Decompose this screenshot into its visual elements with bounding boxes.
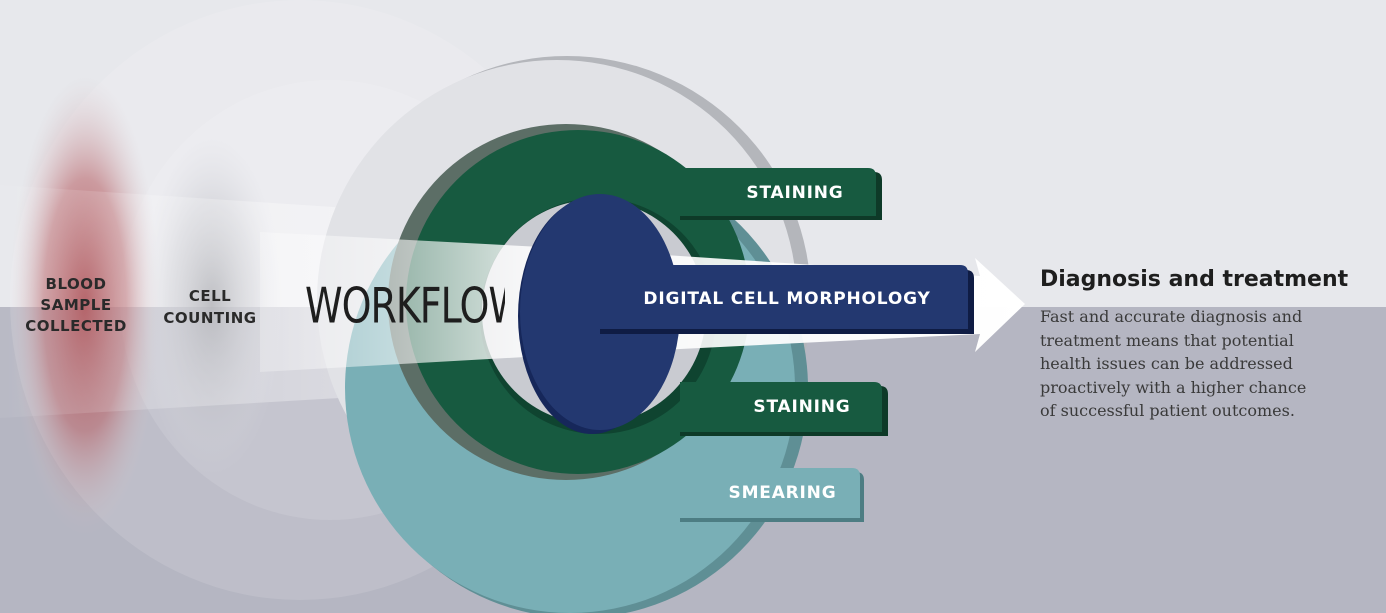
smearing-tab	[680, 468, 860, 518]
digital-cell-morphology-label: DIGITAL CELL MORPHOLOGY	[643, 289, 931, 309]
staining-bottom-tab	[680, 382, 882, 432]
diagnosis-description: Fast and accurate diagnosis and treatmen…	[1040, 307, 1307, 420]
diagnosis-title: Diagnosis and treatment	[1040, 267, 1349, 292]
blood-sample-label: BLOOD SAMPLE COLLECTED	[25, 275, 127, 335]
digital-morphology-band	[600, 265, 968, 329]
staining-bottom-label: STAINING	[753, 397, 851, 417]
cell-counting-label: CELL COUNTING	[163, 287, 257, 327]
workflow-label: WORKFLOW	[305, 277, 505, 335]
staining-top-label: STAINING	[746, 183, 844, 203]
staining-top-tab	[680, 168, 876, 216]
smearing-label: SMEARING	[728, 483, 837, 503]
